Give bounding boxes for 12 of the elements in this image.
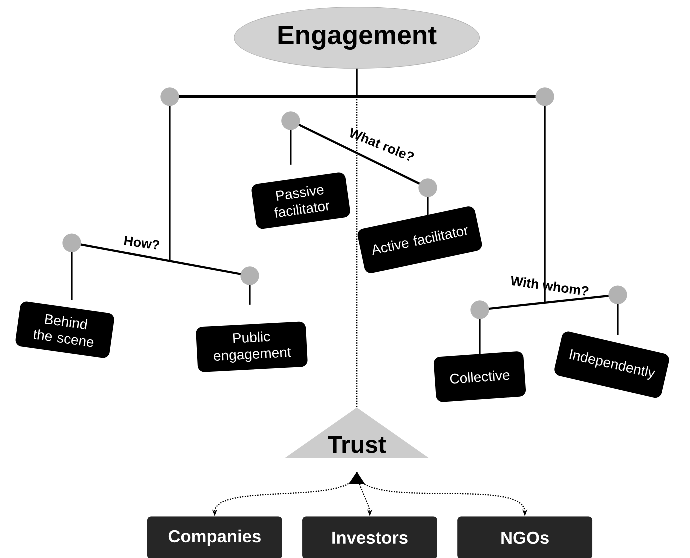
- bar-label: With whom?: [511, 276, 589, 296]
- bar-label: What role?: [350, 128, 414, 161]
- label-tag: Behind the scene: [16, 302, 114, 358]
- bar-label: How?: [124, 236, 160, 250]
- label-tag: Public engagement: [196, 322, 308, 372]
- stakeholder-box: Companies: [147, 516, 282, 558]
- fulcrum-triangle: Trust: [284, 408, 430, 458]
- label-tag: Passive facilitator: [252, 172, 350, 230]
- stakeholder-box: Investors: [302, 516, 438, 558]
- label-tag: Active facilitator: [358, 206, 482, 274]
- label-tag: Collective: [434, 352, 526, 402]
- stakeholder-box: NGOs: [458, 516, 593, 558]
